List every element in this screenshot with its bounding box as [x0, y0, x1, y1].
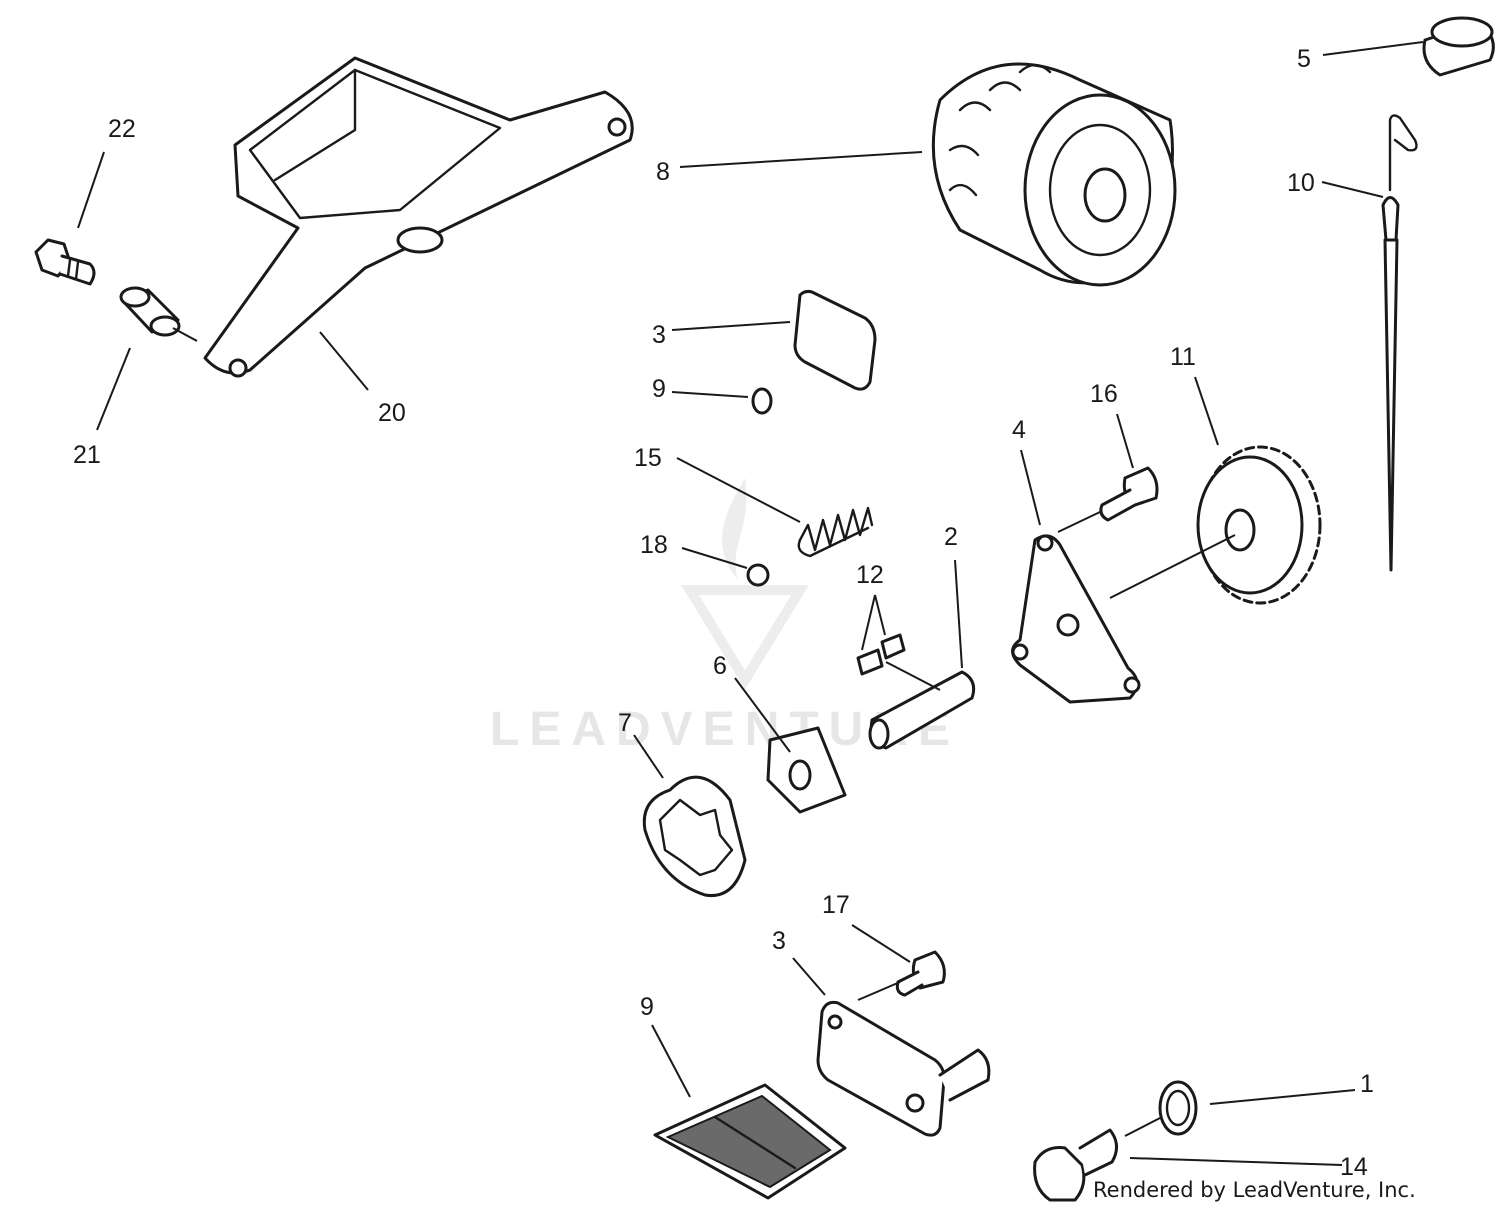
callout-15: 15 — [634, 444, 662, 472]
callout-8: 8 — [656, 158, 670, 186]
callout-1: 1 — [1360, 1070, 1374, 1098]
part-17-bolt — [895, 950, 946, 997]
part-3-gasket-top — [793, 289, 877, 391]
part-1-washer — [1158, 1080, 1198, 1136]
part-21-bushing — [119, 286, 181, 337]
callout-12: 12 — [856, 561, 884, 589]
part-9-oring-top — [751, 387, 773, 415]
callout-4: 4 — [1012, 416, 1026, 444]
callout-labels: 22 21 20 8 5 10 3 9 15 18 16 11 4 2 12 6… — [73, 45, 1374, 1181]
part-20-arm-tray — [203, 56, 634, 378]
callout-9-bottom: 9 — [640, 993, 654, 1021]
callout-6: 6 — [713, 652, 727, 680]
part-14-drain-plug — [1033, 1128, 1118, 1202]
callout-11: 11 — [1170, 343, 1196, 371]
callout-20: 20 — [378, 399, 406, 427]
part-8-oil-filter — [931, 62, 1177, 287]
callout-14: 14 — [1340, 1153, 1368, 1181]
callout-18: 18 — [640, 531, 668, 559]
callout-7: 7 — [618, 709, 632, 737]
render-credit: Rendered by LeadVenture, Inc. — [1093, 1178, 1416, 1202]
callout-16: 16 — [1090, 380, 1118, 408]
callout-3-bottom: 3 — [772, 927, 786, 955]
callout-10: 10 — [1287, 169, 1315, 197]
leadventure-logo-icon — [681, 478, 809, 690]
part-7-outer-rotor — [642, 775, 747, 898]
part-10-dipstick — [1381, 114, 1418, 572]
part-3-pickup-bottom — [816, 1000, 991, 1137]
callout-2: 2 — [944, 523, 958, 551]
leader-lines — [77, 41, 1424, 1166]
part-12-pins — [856, 633, 906, 676]
callout-5: 5 — [1297, 45, 1311, 73]
part-4-plate — [1011, 534, 1141, 704]
part-15-spring — [797, 506, 874, 558]
callout-9-top: 9 — [652, 375, 666, 403]
part-16-bolt — [1099, 466, 1159, 522]
callout-17: 17 — [822, 891, 850, 919]
part-2-shaft — [868, 670, 976, 750]
part-11-gear — [1196, 445, 1322, 605]
part-22-bolt — [34, 238, 96, 286]
callout-21: 21 — [73, 441, 101, 469]
callout-22: 22 — [108, 115, 136, 143]
part-18-ball — [746, 563, 770, 587]
part-5-cap — [1422, 16, 1495, 77]
callout-3-top: 3 — [652, 321, 666, 349]
part-9-screen — [653, 1083, 847, 1200]
